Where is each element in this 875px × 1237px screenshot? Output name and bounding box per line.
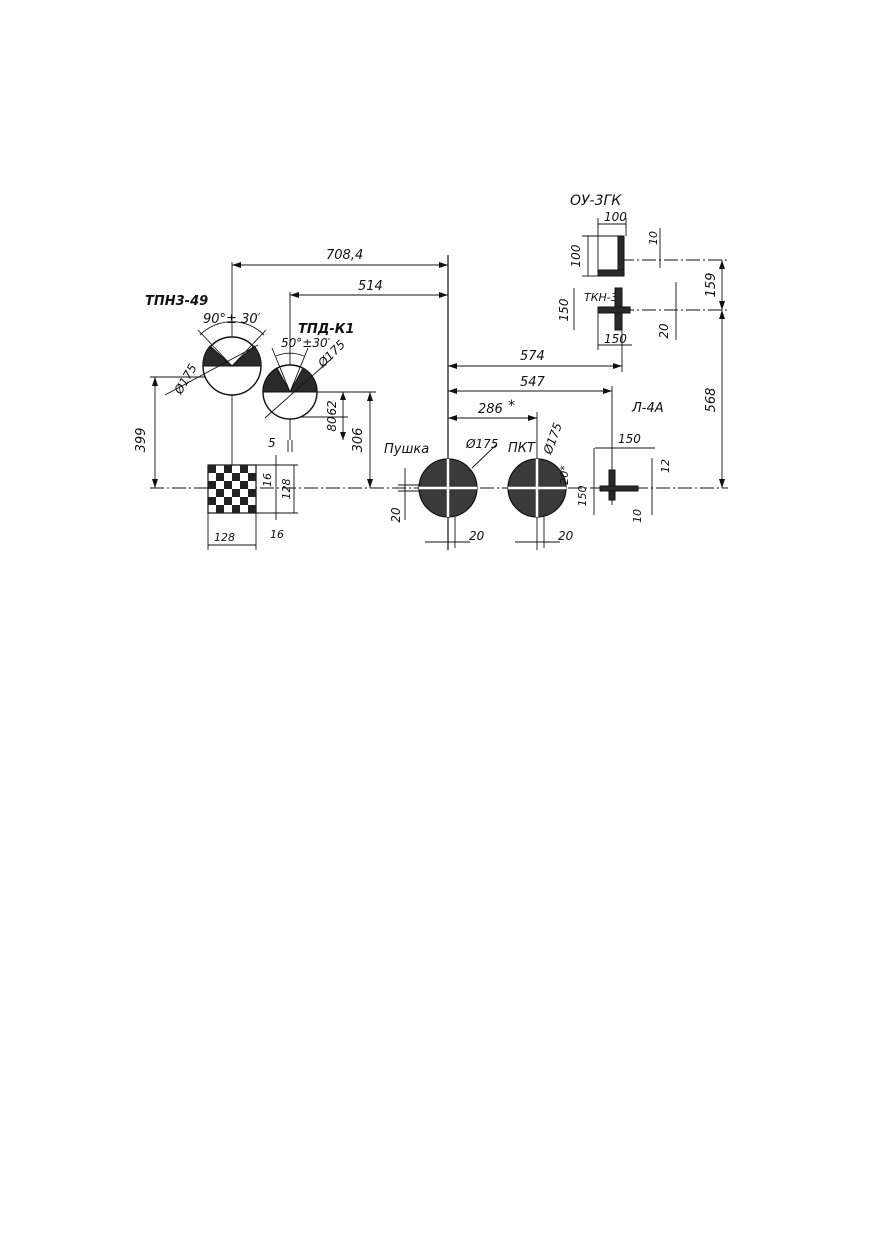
checker-dim-16v-text: 16	[261, 473, 274, 487]
l4a-horizontal-bar	[599, 485, 639, 492]
dim-547-text: 547	[520, 375, 546, 390]
tpn349-left-wedge	[202, 345, 234, 367]
tpdk1-angle-leg-right	[289, 347, 309, 393]
checker-dim-128h-text: 128	[214, 531, 235, 544]
pushka-dia-leader	[471, 444, 497, 469]
dim-286-arrows	[448, 415, 537, 421]
label-l4a: Л-4А	[631, 401, 664, 416]
label-tkn3: ТКН-3	[584, 291, 618, 304]
ou-dim100-h-text: 100	[604, 210, 627, 224]
pkt-dim20-h-text: 20	[558, 529, 574, 543]
dim-62-text: 62	[325, 400, 339, 415]
tpn349-angle-leg-left	[197, 329, 233, 367]
tkn-dim150-h-text: 150	[604, 332, 627, 346]
l4a-dim150-v-text: 150	[576, 486, 589, 507]
checker-dim-128v-text: 128	[280, 479, 293, 500]
dim-399-text: 399	[134, 428, 149, 453]
pkt-dim20star-text: 20*	[558, 465, 571, 485]
tpn349-right-wedge	[230, 345, 262, 367]
dim-514-text: 514	[358, 279, 383, 294]
pushka-dim20-v-text: 20	[389, 507, 403, 523]
tpdk1-upper-right	[289, 367, 318, 393]
tpn349-angle-arc	[199, 321, 265, 336]
tpn349-angle-text: 90°± 30′	[203, 312, 261, 327]
dim-306-text: 306	[351, 428, 366, 453]
l4a-dim12-text: 12	[659, 459, 672, 473]
ou-dim100-v-text: 100	[569, 244, 583, 267]
dim-5-text: 5	[268, 436, 276, 450]
dim-708-text: 708,4	[326, 248, 363, 263]
tpdk1-angle-leg-left	[271, 347, 291, 393]
tpdk1-dia-leader	[264, 359, 331, 419]
tpn349-dia-text: Ø175	[171, 361, 200, 397]
label-pkt: ПКТ	[508, 441, 536, 456]
pushka-dia-text: Ø175	[465, 437, 498, 451]
tpdk1-upper-left	[262, 367, 291, 393]
pkt-dia-text: Ø175	[540, 421, 565, 457]
label-tpdk1: ТПД-К1	[298, 322, 354, 337]
checker-target	[207, 464, 257, 514]
tpdk1-angle-arc	[275, 352, 305, 357]
l4a-dim150-h-text: 150	[618, 432, 641, 446]
dim-568-text: 568	[704, 388, 719, 413]
pushka-dim20-h-text: 20	[469, 529, 485, 543]
tkn-dim20-text: 20	[657, 323, 671, 339]
dim-80-text: 80	[325, 416, 339, 432]
l4a-vertical-bar	[608, 469, 616, 501]
tpn349-dia-leader	[164, 344, 259, 396]
label-tpn349: ТПН3-49	[145, 294, 208, 309]
label-pushka: Пушка	[384, 442, 429, 457]
tkn-dim150-v-text: 150	[557, 298, 571, 321]
dim-159-text: 159	[704, 273, 719, 298]
ou-dim10-text: 10	[647, 231, 660, 245]
ou-horizontal-bar	[597, 269, 625, 277]
tkn-horizontal-bar	[597, 306, 631, 314]
dim-286-star: *	[508, 398, 515, 414]
label-ou3gk: ОУ-3ГК	[570, 193, 622, 209]
dim-574-text: 574	[520, 349, 545, 364]
checker-dim-16h-text: 16	[270, 528, 284, 541]
tpdk1-angle-text: 50°±30′	[281, 336, 331, 350]
l4a-dim10-text: 10	[631, 509, 644, 523]
tpn349-angle-leg-right	[231, 329, 267, 367]
dim-286-text: 286	[478, 402, 503, 417]
